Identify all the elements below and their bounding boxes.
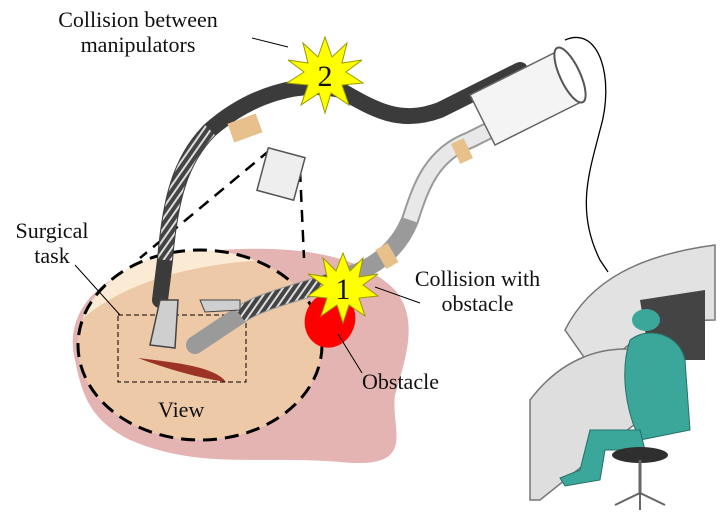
camera-module xyxy=(256,146,306,202)
starburst-icon xyxy=(285,35,365,115)
leader-line-surgical-task xyxy=(74,264,121,316)
label-collision-obstacle: Collision with obstacle xyxy=(395,266,560,316)
surgeon-figure xyxy=(559,309,691,510)
camera-fov-line xyxy=(298,169,306,259)
control-cable xyxy=(564,37,609,273)
label-line: obstacle xyxy=(441,291,514,316)
label-view: View xyxy=(158,397,205,422)
label-line: task xyxy=(34,243,70,268)
incision xyxy=(138,358,226,382)
starburst-icon xyxy=(306,251,380,325)
marker-number-1: 1 xyxy=(336,273,351,306)
collision-marker-2: 2 xyxy=(285,35,365,115)
label-collision-between: Collision between manipulators xyxy=(38,7,238,57)
leader-line-obstacle xyxy=(337,333,363,374)
label-line: Collision between xyxy=(58,7,218,32)
leader-line-collision-obstacle xyxy=(374,286,421,304)
label-line: Surgical xyxy=(15,218,89,243)
label-line: Collision with xyxy=(414,266,541,291)
joint-ring xyxy=(227,113,263,143)
label-surgical-task: Surgical task xyxy=(2,218,102,268)
surgical-task-box xyxy=(117,314,247,383)
collision-marker-1: 1 xyxy=(306,251,380,325)
label-obstacle: Obstacle xyxy=(362,369,439,394)
robotic-manipulator-a xyxy=(149,62,528,349)
marker-number-2: 2 xyxy=(318,60,333,93)
leader-line-collision-between xyxy=(251,37,289,48)
label-line: manipulators xyxy=(80,32,196,57)
manipulator-base xyxy=(468,46,587,147)
